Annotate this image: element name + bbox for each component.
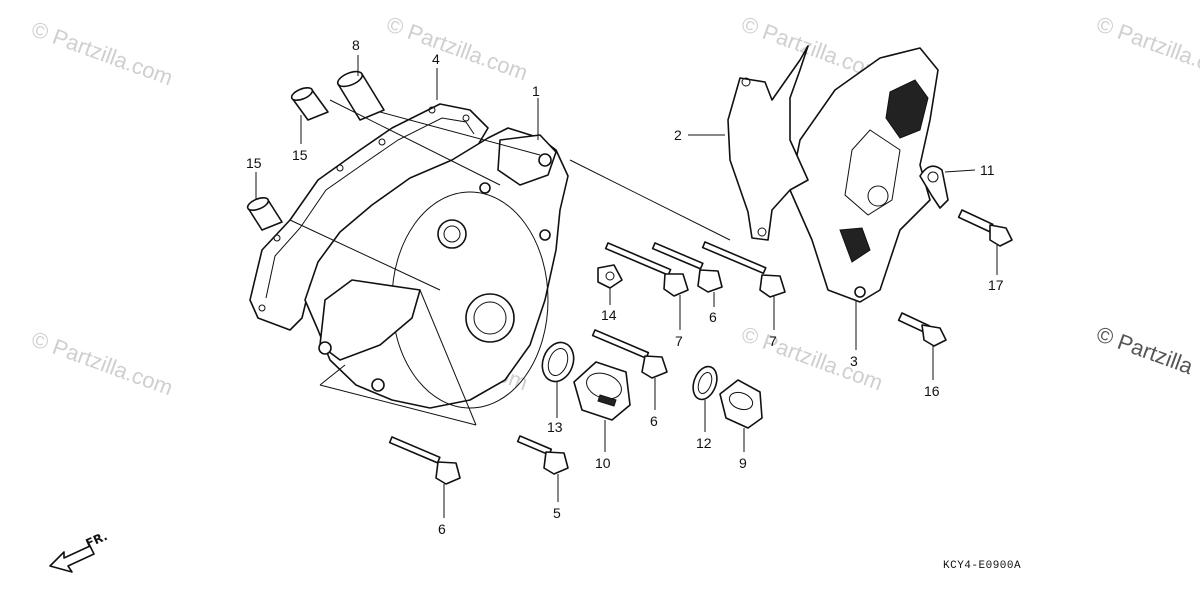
bolt-part-7-right [701, 241, 786, 298]
arrow-left-icon [49, 545, 95, 573]
bolt-part-17 [957, 209, 1013, 247]
callout-3: 3 [850, 353, 858, 369]
sprocket-cover-group [789, 47, 939, 303]
callout-7-right: 7 [769, 333, 777, 349]
bolt-part-5 [516, 435, 569, 475]
callout-5: 5 [553, 505, 561, 521]
cover-plug-hole [465, 293, 515, 343]
cover-timing-hole [437, 219, 467, 249]
nut-part-14 [597, 264, 623, 289]
bolt-part-6-middle [591, 329, 668, 379]
gasket-inner [265, 117, 475, 299]
callout-16: 16 [924, 383, 940, 399]
callout-9: 9 [739, 455, 747, 471]
bolt-part-6-lower [388, 436, 461, 485]
cover-plate-group [727, 45, 809, 241]
callout-2: 2 [674, 127, 682, 143]
callout-11: 11 [980, 162, 995, 178]
cap-part-10 [573, 361, 631, 421]
sprocket-cover-slot [885, 79, 929, 139]
callout-1: 1 [532, 83, 540, 99]
front-direction-indicator: FR. [49, 529, 110, 573]
watermark: © Partzilla.com [1093, 11, 1200, 85]
bolt-part-6-upper [651, 242, 723, 293]
callout-6-middle: 6 [650, 413, 658, 429]
callout-6-upper: 6 [709, 309, 717, 325]
callout-14: 14 [601, 307, 617, 323]
callout-8: 8 [352, 37, 360, 53]
callout-numbers: 1 2 3 4 5 6 6 6 7 7 8 9 10 11 12 13 14 1… [246, 37, 1004, 537]
callout-17: 17 [988, 277, 1004, 293]
watermark-partial: © Partzilla [1093, 321, 1197, 379]
callout-6-lower: 6 [438, 521, 446, 537]
left-crankcase-cover-group [249, 103, 569, 409]
plate-part-2 [727, 45, 809, 241]
callout-10: 10 [595, 455, 611, 471]
bolt-part-16 [897, 312, 947, 347]
callout-13: 13 [547, 419, 563, 435]
plugs-and-washers [541, 341, 763, 429]
callout-7-mid: 7 [675, 333, 683, 349]
watermark: © Partzilla.com [28, 16, 176, 90]
callout-15-upper: 15 [292, 147, 308, 163]
watermark: © Partzilla.com [383, 11, 531, 85]
washer-part-12 [692, 365, 718, 401]
diagram-code: KCY4-E0900A [943, 560, 1021, 572]
bolt-part-7-mid [604, 242, 689, 297]
watermark: © Partzilla.com [28, 326, 176, 400]
callout-12: 12 [696, 435, 712, 451]
callout-4: 4 [432, 51, 440, 67]
bolts [388, 209, 1013, 485]
watermark: © Partzilla.com [738, 321, 886, 395]
leader-lines [255, 55, 998, 518]
clamp-part-11 [919, 165, 949, 209]
callout-15-lower: 15 [246, 155, 262, 171]
dowel-pins [246, 70, 385, 231]
cap-part-9 [719, 379, 763, 429]
gasket-holes [258, 106, 470, 312]
washer-part-13 [541, 341, 575, 383]
direction-label: FR. [84, 529, 110, 551]
